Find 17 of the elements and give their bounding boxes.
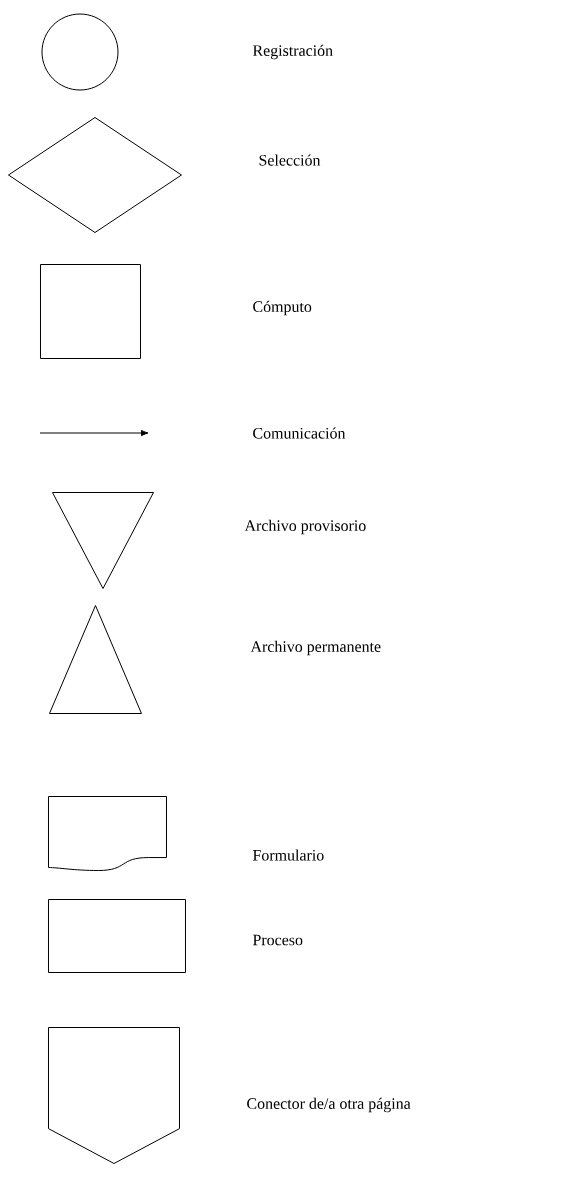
symbol-label: Proceso: [252, 934, 303, 946]
off-page-connector: [48, 1027, 180, 1164]
process-box: [48, 899, 186, 973]
triangle-symbol: [49, 605, 142, 714]
symbol-label: Archivo provisorio: [244, 519, 366, 535]
symbol-label: Conector de/a otra página: [247, 1097, 411, 1113]
symbol-label: Comunicación: [253, 427, 346, 439]
symbol-label: Cómputo: [253, 300, 312, 316]
symbol-label: Archivo permanente: [250, 640, 381, 656]
symbol-label: Selección: [259, 154, 321, 166]
symbol-label: Formulario: [252, 849, 324, 861]
symbol-label: Registración: [252, 44, 333, 60]
circle-symbol: [41, 13, 119, 91]
document-symbol: [48, 796, 167, 871]
decision-diamond: [8, 117, 182, 233]
inverted-triangle: [52, 492, 154, 589]
process-box: [40, 264, 141, 359]
